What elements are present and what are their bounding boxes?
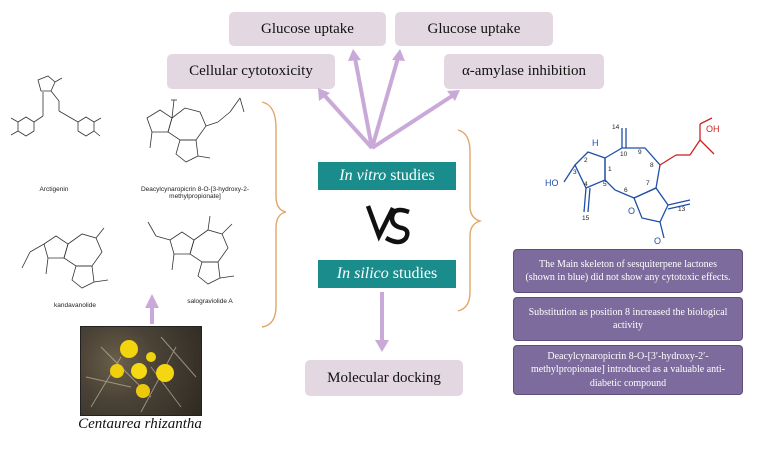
arctigenin-label: Arctigenin	[39, 186, 69, 193]
skeleton-num-13: 13	[678, 206, 686, 213]
deacyl-label: Deacylcynaropicrin 8-O-[3-hydroxy-2-meth…	[140, 186, 249, 200]
skeleton-num-10: 10	[620, 151, 628, 158]
in-silico-rest: studies	[388, 265, 438, 282]
salograviolide-structure	[147, 215, 235, 285]
skeleton-h: H	[592, 138, 599, 148]
arrow-to-glucose-2	[370, 57, 400, 149]
skeleton-num-6: 6	[624, 187, 628, 194]
alpha-amylase-box: α-amylase inhibition	[444, 54, 604, 89]
glucose-uptake-box-1: Glucose uptake	[229, 12, 386, 46]
left-brace	[261, 101, 287, 328]
skeleton-ho: HO	[545, 178, 559, 188]
glucose-uptake-box-2: Glucose uptake	[395, 12, 553, 46]
skeleton-num-8: 8	[650, 162, 654, 169]
skeleton-num-1: 1	[608, 166, 612, 173]
main-skeleton-structure	[563, 128, 691, 239]
right-brace	[457, 129, 483, 312]
plant-drawing	[85, 336, 197, 413]
skeleton-num-9: 9	[638, 149, 642, 156]
skeleton-num-3: 3	[573, 169, 577, 176]
vs-graphic	[365, 205, 410, 245]
skeleton-num-5: 5	[603, 181, 607, 188]
skeleton-num-7: 7	[646, 180, 650, 187]
skeleton-num-4: 4	[584, 181, 588, 188]
skeleton-o-carbonyl: O	[654, 236, 662, 246]
ester-side-chain	[659, 117, 715, 166]
arctigenin-structure	[10, 75, 102, 137]
skeleton-oh: OH	[706, 124, 720, 134]
molecular-docking-box: Molecular docking	[305, 360, 463, 396]
plant-photo	[80, 326, 202, 416]
arrow-to-amylase	[370, 94, 454, 150]
in-vitro-italic: In vitro	[339, 167, 387, 184]
arrow-to-glucose-1	[353, 57, 374, 149]
cellular-cytotoxicity-box: Cellular cytotoxicity	[167, 54, 335, 89]
finding-box-1: The Main skeleton of sesquiterpene lacto…	[513, 249, 743, 293]
deacylcynaropicrin-structure	[146, 97, 245, 163]
activity-arrows	[150, 57, 454, 342]
in-vitro-box: In vitro studies	[318, 162, 456, 190]
in-silico-box: In silico studies	[318, 260, 456, 288]
skeleton-o-ring: O	[628, 206, 636, 216]
in-silico-italic: In silico	[336, 265, 389, 282]
skeleton-num-14: 14	[612, 124, 620, 131]
skeleton-num-2: 2	[584, 157, 588, 164]
salograviolide-label: salograviolide A	[187, 298, 233, 305]
plant-caption: Centaurea rhizantha	[78, 416, 202, 432]
kandavanolide-structure	[21, 227, 109, 289]
finding-box-2: Substitution as position 8 increased the…	[513, 297, 743, 341]
in-vitro-rest: studies	[386, 167, 435, 184]
arrow-to-cytotoxicity	[323, 94, 374, 150]
skeleton-num-15: 15	[582, 215, 590, 222]
kandavanolide-label: kandavanolide	[54, 302, 96, 309]
finding-box-3: Deacylcynaropicrin 8-O-[3′-hydroxy-2′-me…	[513, 345, 743, 395]
